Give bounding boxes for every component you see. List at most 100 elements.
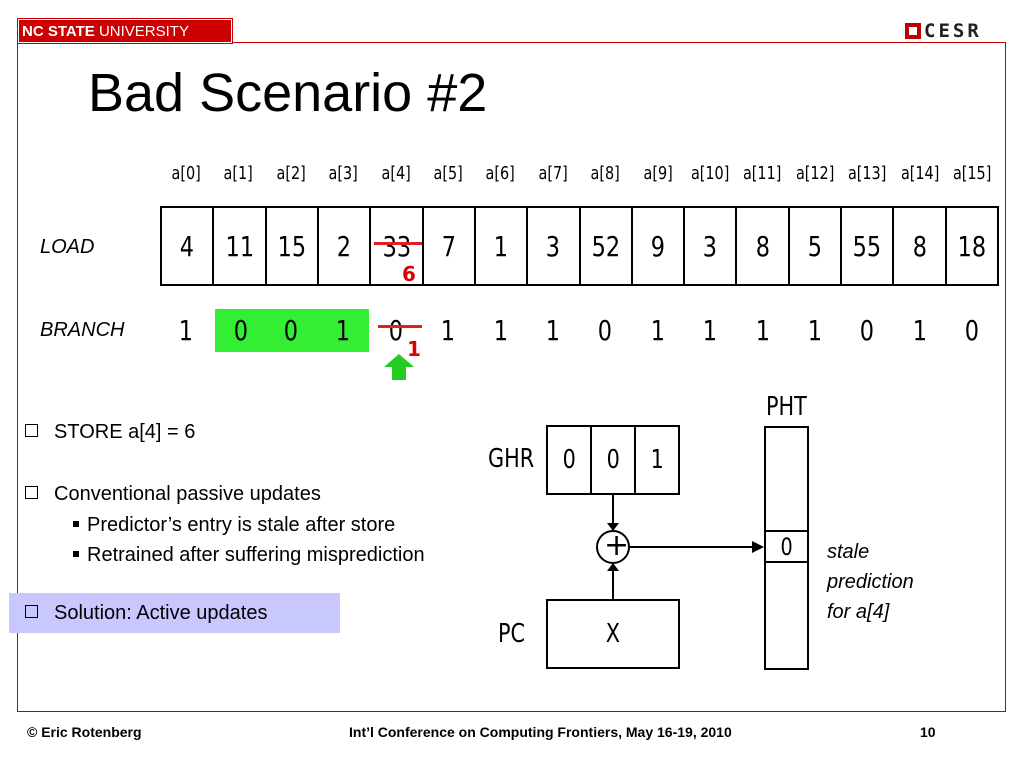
slide-title: Bad Scenario #2 — [88, 63, 488, 123]
index-label: a[13] — [848, 163, 887, 184]
load-cell: 52 — [581, 208, 633, 284]
branch-outcome-highlighted: 1 — [317, 309, 370, 352]
branch-outcome-value: 0 — [388, 314, 403, 347]
index-label: a[14] — [900, 163, 939, 184]
branch-outcome: 0 — [841, 309, 893, 352]
branch-outcome-value: 1 — [336, 314, 351, 347]
load-cell-value: 1 — [493, 229, 509, 263]
branch-outcome: 0 — [946, 309, 998, 352]
branch-outcome: 1 — [632, 309, 684, 352]
ghr-bit: 0 — [548, 427, 592, 493]
branch-outcome-value: 0 — [965, 314, 980, 347]
load-cell: 4 — [162, 208, 215, 284]
load-cell: 3 — [528, 208, 581, 284]
branch-outcome: 1 — [160, 309, 212, 352]
sub-bullet-retrained: Retrained after suffering misprediction — [73, 544, 425, 567]
branch-row-label: BRANCH — [40, 319, 125, 341]
index-label: a[1] — [223, 163, 254, 184]
branch-outcome-value: 0 — [598, 314, 613, 347]
load-cell-value: 55 — [852, 229, 882, 263]
pc-label: PC — [498, 619, 532, 649]
solution-text: Solution: Active updates — [54, 602, 268, 624]
pht-label-text: PHT — [766, 392, 807, 422]
load-row-label: LOAD — [40, 236, 95, 258]
load-cell-value: 4 — [180, 229, 195, 263]
load-strikethrough — [374, 242, 422, 245]
xor-symbol: + — [604, 528, 630, 563]
branch-outcome-value: 0 — [234, 314, 249, 347]
pht-label: PHT — [766, 392, 817, 422]
load-cell-value: 2 — [336, 229, 352, 263]
index-label: a[12] — [795, 163, 835, 184]
ghr-label-text: GHR — [488, 444, 535, 474]
ghr-bit-value: 0 — [562, 445, 576, 475]
pht-arrowhead — [752, 541, 764, 553]
load-cell-value: 9 — [650, 229, 666, 263]
index-label: a[3] — [328, 163, 358, 184]
index-label: a[4] — [381, 163, 411, 184]
branch-outcome-value: 1 — [441, 314, 456, 347]
branch-outcome-value: 1 — [493, 314, 508, 347]
load-cell-value: 8 — [755, 229, 770, 263]
index-label: a[9] — [643, 163, 673, 184]
branch-outcome-highlighted: 0 — [215, 309, 268, 352]
sub-bullet-retrained-text: Retrained after suffering misprediction — [87, 544, 425, 566]
load-cell-value: 11 — [225, 229, 254, 263]
checkbox-bullet-icon — [25, 486, 38, 499]
solution-callout: Solution: Active updates — [9, 593, 340, 633]
footer-author: © Eric Rotenberg — [27, 724, 142, 740]
index-label: a[2] — [276, 163, 306, 184]
load-new-value: 6 — [402, 262, 416, 286]
load-cell: 15 — [267, 208, 319, 284]
pc-label-text: PC — [498, 619, 526, 649]
branch-outcome: 1 — [736, 309, 788, 352]
ghr-label: GHR — [488, 444, 546, 474]
load-cell: 9 — [633, 208, 686, 284]
index-label: a[5] — [433, 163, 463, 184]
load-cell: 8 — [894, 208, 947, 284]
cesr-logo-icon — [905, 23, 921, 39]
ghr-bit: 0 — [592, 427, 636, 493]
ghr-bit: 1 — [636, 427, 678, 493]
branch-outcome-value: 1 — [179, 314, 194, 347]
load-cell-value: 33 — [382, 229, 411, 263]
load-cell: 11 — [214, 208, 267, 284]
load-cell: 55 — [842, 208, 895, 284]
load-cell-value: 52 — [591, 229, 620, 263]
square-bullet-icon — [73, 551, 79, 557]
stale-note-line: stale — [827, 541, 870, 563]
load-cell-value: 18 — [957, 229, 987, 263]
branch-outcome-value: 1 — [755, 314, 770, 347]
branch-outcome: 1 — [684, 309, 736, 352]
branch-outcome-value: 1 — [650, 314, 665, 347]
branch-outcome: 1 — [789, 309, 841, 352]
stale-note-line: for a[4] — [827, 601, 890, 623]
ghr-arrowhead — [607, 523, 619, 531]
load-cell: 2 — [319, 208, 372, 284]
branch-outcome-value: 1 — [912, 314, 927, 347]
branch-outcome-value: 1 — [703, 314, 718, 347]
load-cell-value: 15 — [277, 229, 307, 263]
stale-prediction-note: stale prediction for a[4] — [827, 537, 914, 627]
index-label: a[15] — [952, 163, 992, 184]
index-label: a[6] — [485, 163, 516, 184]
ncsu-logo-rest: UNIVERSITY — [98, 23, 189, 40]
square-bullet-icon — [73, 521, 79, 527]
branch-outcome: 0 — [579, 309, 631, 352]
slide-frame — [17, 42, 1006, 712]
branch-outcome: 1 — [474, 309, 526, 352]
index-label: a[11] — [743, 163, 782, 184]
pc-value: X — [605, 619, 621, 649]
branch-outcome-highlighted: 0 — [265, 309, 318, 352]
branch-outcome: 0 — [370, 309, 422, 352]
branch-outcome-value: 0 — [284, 314, 299, 347]
bullet-passive-text: Conventional passive updates — [54, 483, 321, 505]
pht-entry-value: 0 — [780, 532, 793, 561]
ghr-bit-value: 1 — [650, 445, 664, 475]
load-cell-value: 3 — [703, 229, 718, 263]
up-arrow-icon — [384, 354, 414, 380]
index-label: a[7] — [538, 163, 568, 184]
sub-bullet-stale-text: Predictor’s entry is stale after store — [87, 514, 396, 536]
bullet-passive: Conventional passive updates — [25, 483, 321, 506]
